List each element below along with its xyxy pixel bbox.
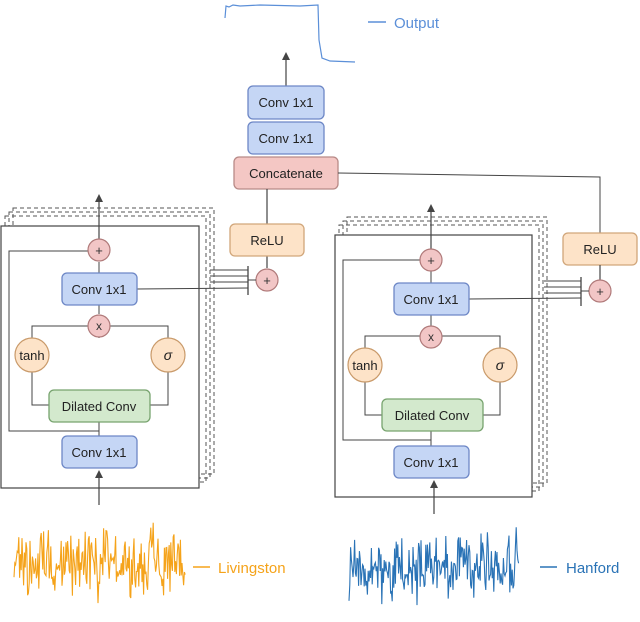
left-input-conv-label: Conv 1x1 [72, 445, 127, 460]
left-gate-multiply-symbol: x [96, 319, 102, 333]
right-skip-sum-symbol: + [596, 284, 604, 299]
right-gate-multiply-node [419, 325, 443, 349]
right-branch: ReLU + + Conv 1x1 [334, 204, 638, 606]
right-residual-sum-node [419, 248, 443, 272]
hanford-legend-label: Hanford [566, 560, 619, 577]
right-relu-label: ReLU [583, 242, 616, 257]
second-conv-1x1-label: Conv 1x1 [259, 131, 314, 146]
left-branch: ReLU + + Conv 1x1 [0, 189, 305, 604]
right-residual-conv-box [393, 282, 470, 316]
right-residual-conv-label: Conv 1x1 [404, 292, 459, 307]
right-sigmoid-node [482, 347, 518, 383]
left-residual-conv-box [61, 272, 138, 306]
livingston-legend-label: Livingston [218, 560, 286, 577]
output-legend-label: Output [394, 15, 440, 32]
right-tanh-label: tanh [352, 358, 377, 373]
hanford-waveform [348, 527, 520, 606]
output-conv-1x1-label: Conv 1x1 [259, 95, 314, 110]
right-dilated-conv-label: Dilated Conv [395, 408, 470, 423]
concatenate-label: Concatenate [249, 166, 323, 181]
second-conv-1x1-box [247, 121, 325, 155]
output-conv-1x1-box [247, 85, 325, 120]
right-sigmoid-label: σ [496, 357, 505, 373]
right-input-conv-label: Conv 1x1 [404, 455, 459, 470]
left-sigmoid-node [150, 337, 186, 373]
left-residual-sum-symbol: + [95, 243, 103, 258]
left-residual-sum-node [87, 238, 111, 262]
left-gate-multiply-node [87, 314, 111, 338]
left-dilated-conv-box [48, 389, 151, 423]
right-input-conv-box [393, 445, 470, 479]
right-tanh-node [347, 347, 383, 383]
left-relu-box [229, 223, 305, 257]
left-relu-label: ReLU [250, 233, 283, 248]
right-dilated-conv-box [381, 398, 484, 432]
right-gate-multiply-symbol: x [428, 330, 434, 344]
left-input-conv-box [61, 435, 138, 469]
left-tanh-label: tanh [19, 348, 44, 363]
left-skip-sum-symbol: + [263, 273, 271, 288]
right-residual-sum-symbol: + [427, 253, 435, 268]
top-stack: Conv 1x1 Conv 1x1 Concatenate [233, 52, 601, 234]
left-sigmoid-label: σ [164, 347, 173, 363]
livingston-waveform [13, 522, 186, 604]
left-residual-conv-label: Conv 1x1 [72, 282, 127, 297]
left-tanh-node [14, 337, 50, 373]
left-dilated-conv-label: Dilated Conv [62, 399, 137, 414]
output-signal: Output [224, 4, 440, 63]
